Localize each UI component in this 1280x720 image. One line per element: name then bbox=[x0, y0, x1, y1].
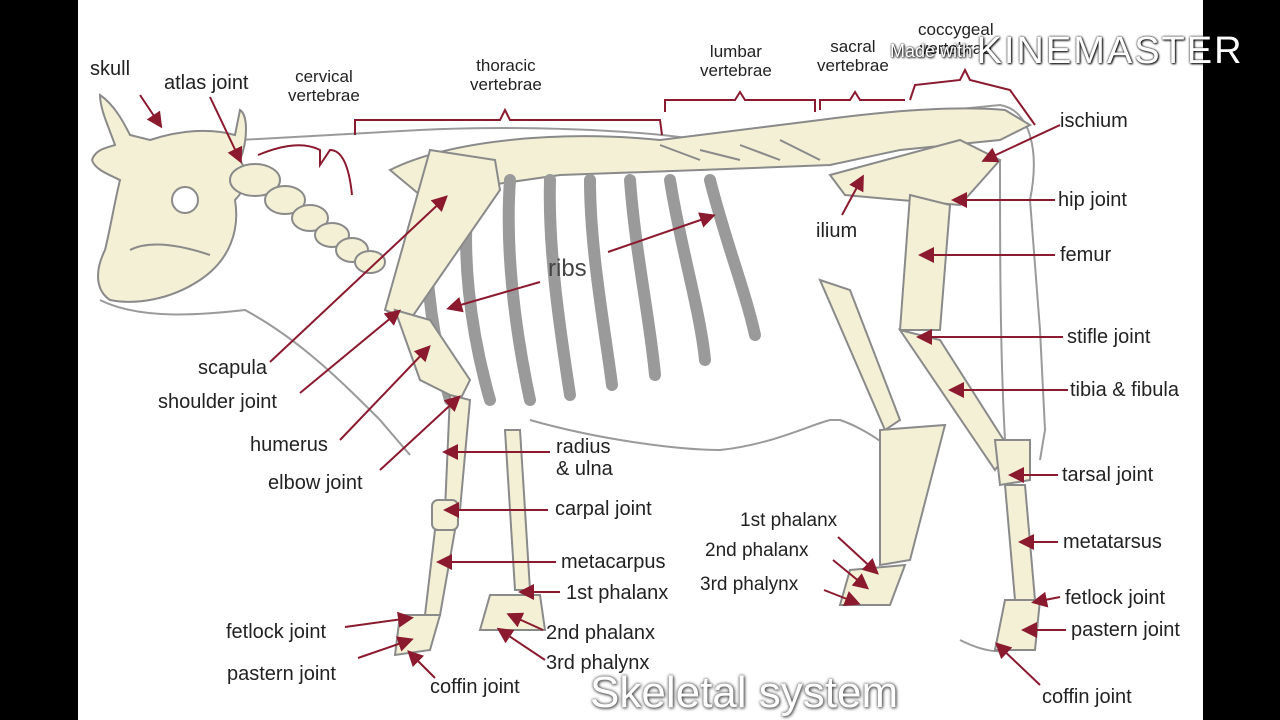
label-front-coffin-joint: coffin joint bbox=[430, 676, 520, 698]
label-hind-3rd-phalynx: 3rd phalynx bbox=[700, 574, 799, 595]
label-thoracic-vertebrae: thoracic vertebrae bbox=[470, 56, 542, 94]
label-carpal-joint: carpal joint bbox=[555, 498, 652, 520]
pointer-lines bbox=[139, 94, 1068, 686]
skull-bone bbox=[90, 93, 247, 303]
label-skull: skull bbox=[90, 58, 131, 80]
label-atlas-joint: atlas joint bbox=[164, 72, 249, 94]
label-tibia-fibula: tibia & fibula bbox=[1070, 379, 1179, 401]
label-stifle-joint: stifle joint bbox=[1067, 326, 1151, 348]
label-hind-pastern-joint: pastern joint bbox=[1071, 619, 1180, 641]
label-metacarpus: metacarpus bbox=[561, 551, 666, 573]
label-front-fetlock-joint: fetlock joint bbox=[226, 621, 327, 643]
label-sacral-vertebrae: sacral vertebrae bbox=[817, 37, 889, 75]
front-limb-bones bbox=[383, 148, 547, 657]
label-humerus: humerus bbox=[250, 434, 328, 456]
label-shoulder-joint: shoulder joint bbox=[158, 391, 277, 413]
watermark-brand: KINEMASTER bbox=[976, 30, 1244, 72]
label-hind-coffin-joint: coffin joint bbox=[1042, 686, 1132, 708]
label-lumbar-vertebrae: lumbar vertebrae bbox=[700, 42, 772, 80]
label-front-1st-phalanx: 1st phalanx bbox=[566, 582, 669, 604]
label-ilium: ilium bbox=[816, 220, 858, 242]
label-hind-2nd-phalanx: 2nd phalanx bbox=[705, 540, 809, 561]
spine-bones bbox=[388, 107, 1033, 197]
label-front-2nd-phalanx: 2nd phalanx bbox=[546, 622, 655, 644]
label-front-3rd-phalynx: 3rd phalynx bbox=[546, 652, 650, 674]
label-ischium: ischium bbox=[1060, 110, 1128, 132]
video-caption: Skeletal system bbox=[590, 668, 899, 717]
label-femur: femur bbox=[1060, 244, 1112, 266]
hind-limb-bones bbox=[818, 138, 1042, 651]
label-scapula: scapula bbox=[198, 357, 267, 379]
label-tarsal-joint: tarsal joint bbox=[1062, 464, 1154, 486]
label-hind-1st-phalanx: 1st phalanx bbox=[740, 510, 838, 531]
label-hind-fetlock-joint: fetlock joint bbox=[1065, 587, 1166, 609]
label-coccygeal-vertebrae: coccygeal vertebrae bbox=[918, 20, 994, 58]
cervical-vertebrae-bones bbox=[229, 163, 386, 274]
vertebrae-brackets bbox=[257, 67, 1036, 196]
label-radius-ulna: radius & ulna bbox=[556, 436, 613, 480]
label-front-pastern-joint: pastern joint bbox=[227, 663, 336, 685]
watermark-made-with: Made with bbox=[890, 41, 973, 61]
label-hip-joint: hip joint bbox=[1058, 189, 1127, 211]
label-elbow-joint: elbow joint bbox=[268, 472, 363, 494]
label-cervical-vertebrae: cervical vertebrae bbox=[288, 67, 360, 105]
label-metatarsus: metatarsus bbox=[1063, 531, 1162, 553]
label-ribs: ribs bbox=[548, 255, 587, 282]
kinemaster-watermark: Made with KINEMASTER bbox=[890, 30, 1244, 73]
